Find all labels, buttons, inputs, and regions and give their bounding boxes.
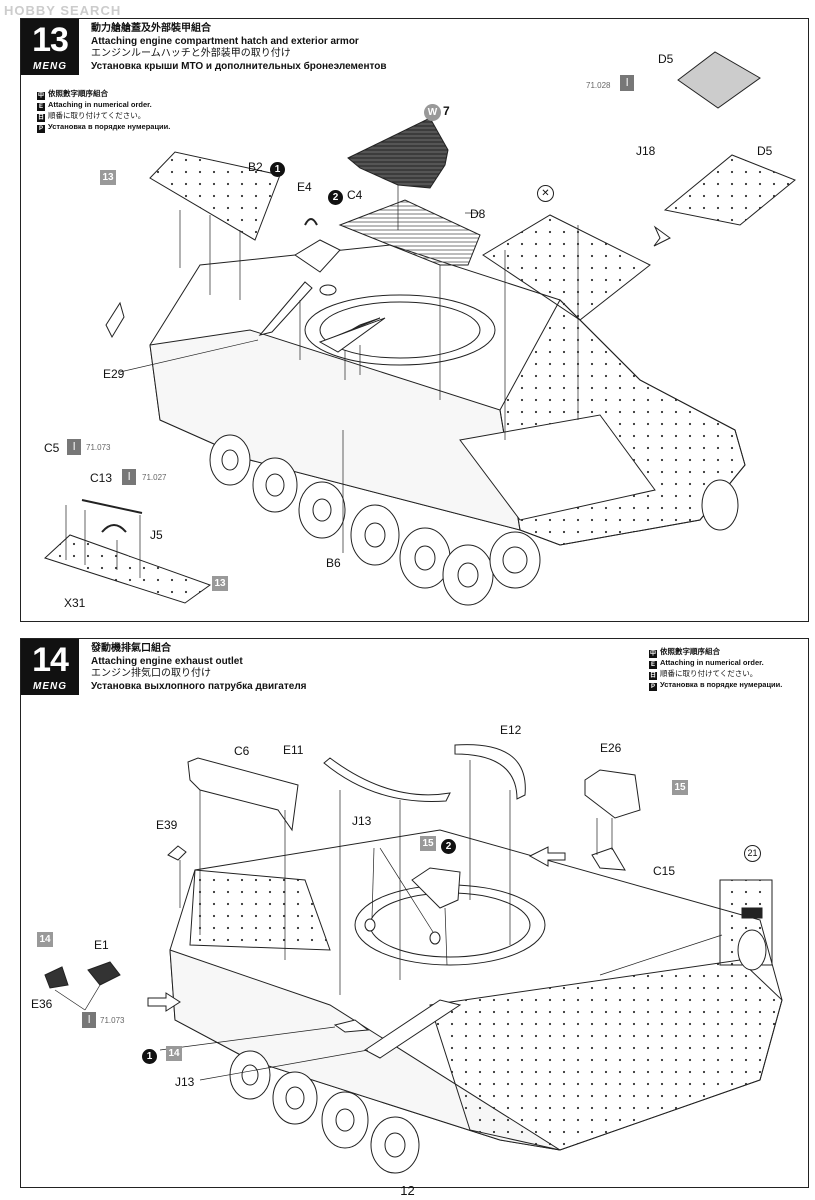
part-c13: C13	[90, 471, 113, 485]
part-j13-lower: J13	[175, 1075, 195, 1089]
step13-title-en: Attaching engine compartment hatch and e…	[91, 35, 359, 47]
step14-title-ru: Установка выхлопного патрубка двигателя	[91, 680, 307, 692]
en-flag-icon: E	[37, 103, 45, 111]
part-d5: D5	[757, 144, 773, 158]
cn-flag-icon: 中	[649, 650, 657, 658]
brush-icon-c13: ǀ	[122, 469, 136, 485]
order-1-badge: 1	[142, 1046, 157, 1064]
step14-title-jp: エンジン排気口の取り付け	[91, 668, 211, 679]
part-e26: E26	[600, 741, 622, 755]
part-d8: D8	[470, 207, 486, 221]
step13-title-ru: Установка крыши МТО и дополнительных бро…	[91, 60, 387, 72]
step13-order-cn: 依照數字順序組合	[48, 89, 108, 98]
step13-brand-logo: MENG	[33, 61, 67, 72]
step13-order-jp: 順番に取り付けてください。	[48, 111, 146, 120]
step14-parts	[44, 744, 773, 1081]
en-flag-icon: E	[649, 661, 657, 669]
watermark: HOBBY SEARCH	[4, 3, 122, 18]
part-c4: C4	[347, 188, 363, 202]
step14-order-en: Attaching in numerical order.	[660, 658, 764, 667]
part-c6: C6	[234, 744, 250, 758]
part-j5: J5	[150, 528, 163, 542]
part-e1: E1	[94, 938, 109, 952]
brush-icon-c5: ǀ	[67, 439, 81, 455]
jp-flag-icon: 日	[649, 672, 657, 680]
order-1-badge: 1	[270, 159, 285, 177]
step14-order-jp: 順番に取り付けてください。	[660, 669, 758, 678]
part-e29: E29	[103, 367, 125, 381]
no-glue-icon: ✕	[537, 185, 554, 202]
step14-badge: 14 MENG	[21, 639, 79, 695]
step13-title-jp: エンジンルームハッチと外部装甲の取り付け	[91, 48, 291, 59]
brush-icon-d5: ǀ	[620, 75, 634, 91]
paint-ref-d5: 71.028	[586, 81, 611, 90]
part-c5: C5	[44, 441, 60, 455]
part-e36: E36	[31, 997, 53, 1011]
part-c15: C15	[653, 864, 676, 878]
page-number: 12	[400, 1183, 415, 1198]
part-j13-upper: J13	[352, 814, 372, 828]
step14-number: 14	[32, 641, 69, 679]
ref-step15-tag: 15	[672, 780, 688, 795]
step14-order-ru: Установка в порядке нумерации.	[660, 680, 783, 689]
ref-step14-tag-lower: 14	[166, 1046, 182, 1061]
order-2-badge: 2	[328, 187, 343, 205]
part-b6: B6	[326, 556, 341, 570]
part-x31: X31	[64, 596, 86, 610]
paint-ref-c13: 71.027	[142, 473, 167, 482]
ref-21-badge: 21	[744, 845, 761, 862]
step14-order-cn: 依照數字順序組合	[660, 647, 720, 656]
ref-step13-tag-lower: 13	[212, 576, 228, 591]
part-j18: J18	[636, 144, 656, 158]
step13-panel: 13 MENG 動力艙艙蓋及外部裝甲組合 Attaching engine co…	[20, 18, 809, 622]
step14-titles: 發動機排氣口組合 Attaching engine exhaust outlet…	[91, 643, 307, 693]
paint-ref-e1: 71.073	[100, 1016, 125, 1025]
order-2-badge: 2	[441, 836, 456, 854]
ref-step14-tag: 14	[37, 932, 53, 947]
part-e4: E4	[297, 180, 312, 194]
step13-number: 13	[32, 21, 69, 59]
step13-badge: 13 MENG	[21, 19, 79, 75]
part-e12: E12	[500, 723, 522, 737]
step14-brand-logo: MENG	[33, 681, 67, 692]
step14-title-cn: 發動機排氣口組合	[91, 643, 171, 654]
ru-flag-icon: P	[37, 125, 45, 133]
step14-title-en: Attaching engine exhaust outlet	[91, 655, 243, 667]
part-d5-top: D5	[658, 52, 674, 66]
ru-flag-icon: P	[649, 683, 657, 691]
part-e11: E11	[283, 743, 304, 757]
step13-titles: 動力艙艙蓋及外部裝甲組合 Attaching engine compartmen…	[91, 23, 387, 73]
ref-step15-tag-lower: 15	[420, 836, 436, 851]
part-e39: E39	[156, 818, 178, 832]
brush-icon-e1: ǀ	[82, 1012, 96, 1028]
paint-ref-c5: 71.073	[86, 443, 111, 452]
cn-flag-icon: 中	[37, 92, 45, 100]
part-b2: B2	[248, 160, 263, 174]
step13-order-ru: Установка в порядке нумерации.	[48, 122, 171, 131]
jp-flag-icon: 日	[37, 114, 45, 122]
step13-order-en: Attaching in numerical order.	[48, 100, 152, 109]
step14-panel: 14 MENG 發動機排氣口組合 Attaching engine exhaus…	[20, 638, 809, 1188]
step13-vehicle-hull	[149, 244, 746, 606]
ref-step13-tag: 13	[100, 170, 116, 185]
step13-parts	[44, 51, 796, 604]
step13-title-cn: 動力艙艙蓋及外部裝甲組合	[91, 23, 211, 34]
